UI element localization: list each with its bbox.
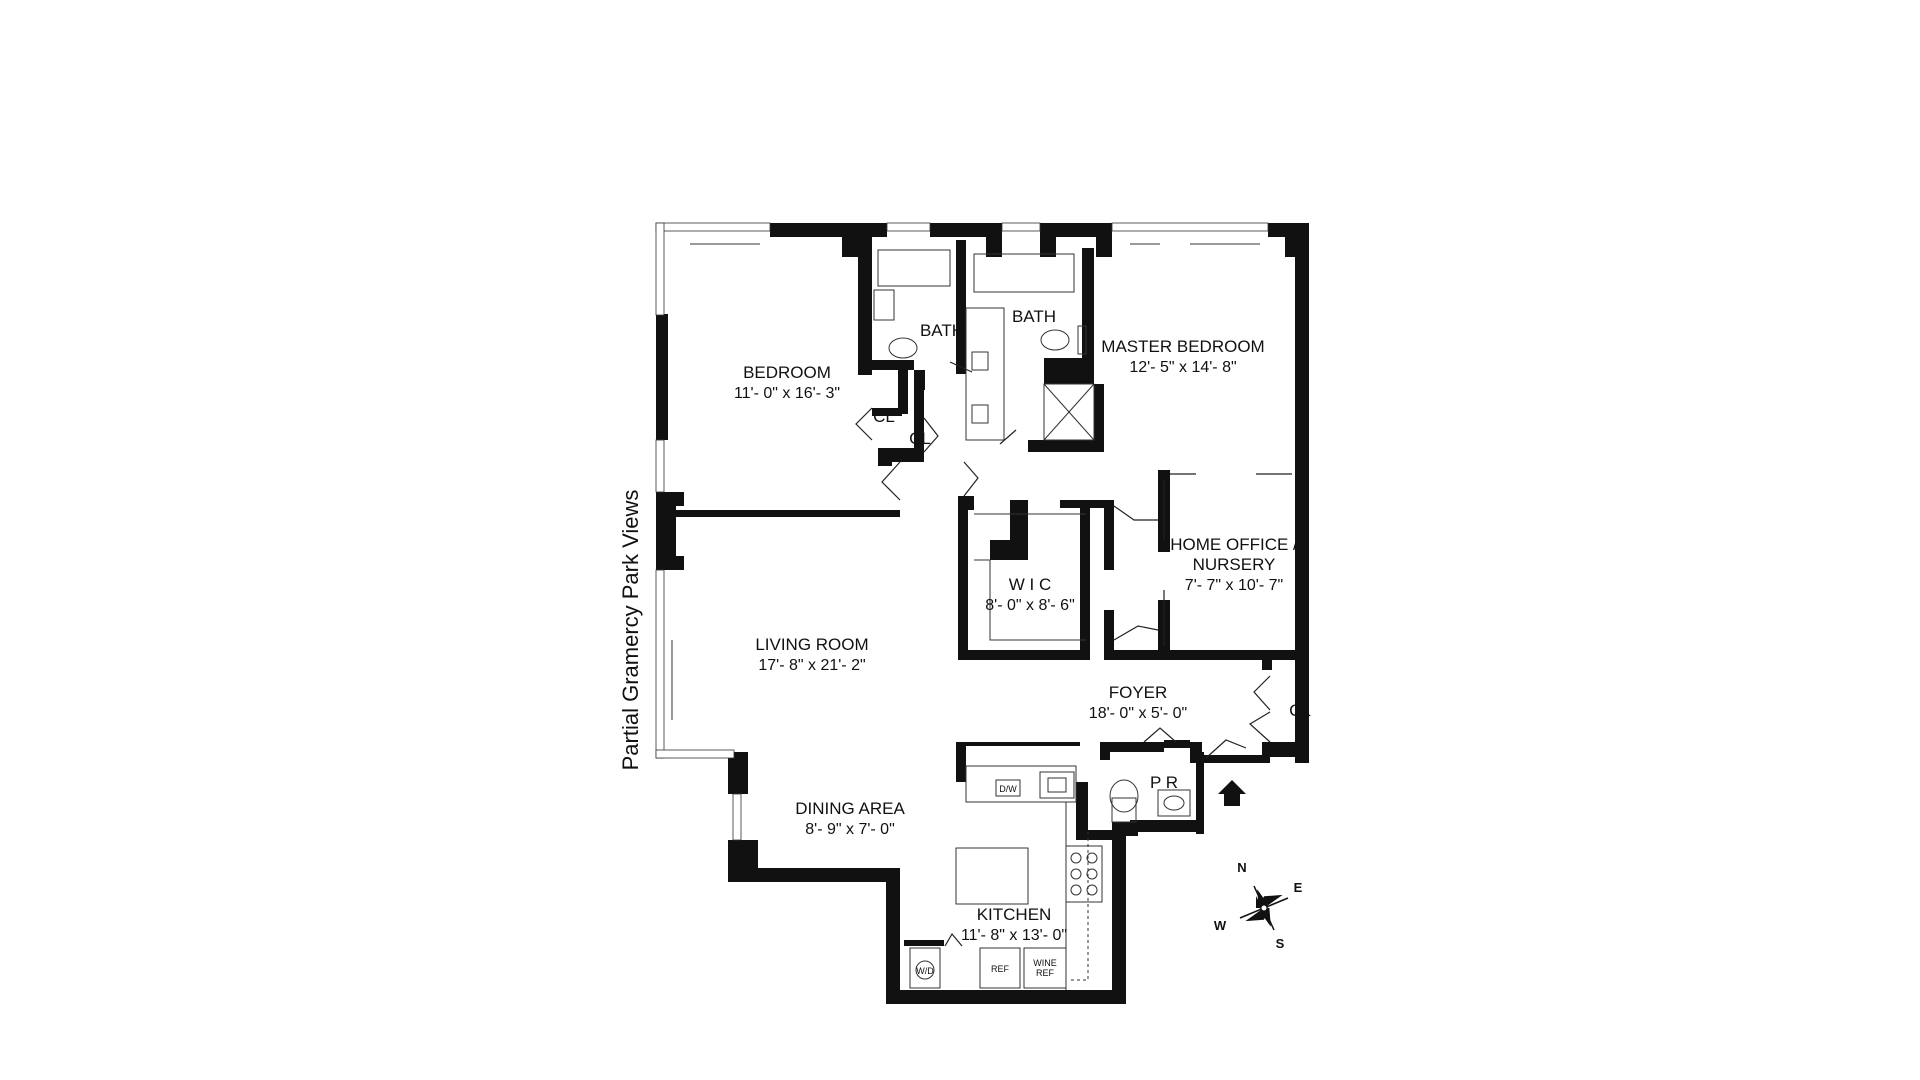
room-dim-bedroom: 11'- 0" x 16'- 3" bbox=[734, 385, 840, 402]
windows bbox=[655, 222, 1269, 841]
room-dim-home-office: 7'- 7" x 10'- 7" bbox=[1185, 577, 1283, 594]
view-label: Partial Gramercy Park Views bbox=[618, 490, 643, 771]
fixtures bbox=[873, 249, 1246, 990]
room-label-closet-3: CL bbox=[1289, 701, 1311, 720]
room-label-bath-2: BATH bbox=[1012, 307, 1056, 326]
room-dim-master-bedroom: 12'- 5" x 14'- 8" bbox=[1129, 359, 1236, 376]
room-label-kitchen: KITCHEN bbox=[977, 905, 1052, 924]
room-dim-dining-area: 8'- 9" x 7'- 0" bbox=[805, 821, 895, 838]
room-dim-kitchen: 11'- 8" x 13'- 0" bbox=[961, 927, 1067, 944]
room-label-bath-1: BATH bbox=[920, 321, 964, 340]
room-label-dining-area: DINING AREA bbox=[795, 799, 905, 818]
appliance-labels: D/W REF WINE REF W/D bbox=[916, 784, 1057, 978]
room-label-foyer: FOYER bbox=[1109, 683, 1168, 702]
appliance-label-wine-ref: REF bbox=[1036, 968, 1055, 978]
room-label-home-office: HOME OFFICE / bbox=[1170, 535, 1298, 554]
doors bbox=[855, 361, 1292, 947]
room-label-closet-1: CL bbox=[873, 407, 895, 426]
compass-s-label: S bbox=[1276, 936, 1285, 951]
room-label-bedroom: BEDROOM bbox=[743, 363, 831, 382]
compass-e-label: E bbox=[1294, 880, 1303, 895]
appliance-label-dishwasher: D/W bbox=[999, 784, 1017, 794]
room-label-closet-2: CL bbox=[909, 429, 931, 448]
compass-n-label: N bbox=[1237, 860, 1246, 875]
interior-walls bbox=[676, 237, 1300, 946]
room-labels: BEDROOM 11'- 0" x 16'- 3" BATH BATH MAST… bbox=[734, 307, 1311, 944]
compass-icon: N E S W bbox=[1214, 860, 1303, 951]
compass-w-label: W bbox=[1214, 918, 1227, 933]
room-dim-wic: 8'- 0" x 8'- 6" bbox=[985, 597, 1075, 614]
room-label-wic: W I C bbox=[1009, 575, 1052, 594]
room-label-nursery: NURSERY bbox=[1193, 555, 1276, 574]
room-label-powder-room: P R bbox=[1150, 773, 1178, 792]
exterior-walls bbox=[656, 223, 1309, 1004]
appliance-label-refrigerator: REF bbox=[991, 964, 1010, 974]
room-label-master-bedroom: MASTER BEDROOM bbox=[1101, 337, 1264, 356]
room-label-living-room: LIVING ROOM bbox=[755, 635, 868, 654]
appliance-label-wine: WINE bbox=[1033, 958, 1057, 968]
room-dim-foyer: 18'- 0" x 5'- 0" bbox=[1089, 705, 1187, 722]
appliance-label-washer-dryer: W/D bbox=[916, 966, 934, 976]
room-dim-living-room: 17'- 8" x 21'- 2" bbox=[758, 657, 865, 674]
